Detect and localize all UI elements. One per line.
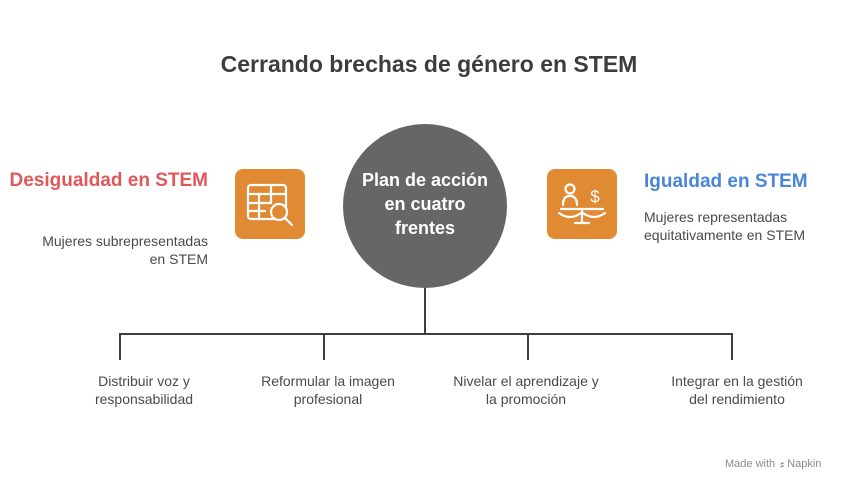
branch-label-3: Nivelar el aprendizaje y la promoción (453, 373, 599, 407)
made-with-text: Made with (725, 458, 776, 470)
napkin-logo-icon: ⸗ (780, 457, 785, 471)
inequality-description: Mujeres subrepresentadas en STEM (42, 233, 208, 267)
equality-description: Mujeres representadas equitativamente en… (644, 209, 806, 243)
balance-scale-icon: $ (547, 169, 617, 239)
napkin-credit[interactable]: Made with ⸗ Napkin (725, 457, 821, 471)
branch-label-2: Reformular la imagen profesional (261, 373, 395, 407)
branch-label-1: Distribuir voz y responsabilidad (94, 373, 194, 407)
table-search-icon (235, 169, 305, 239)
action-plan-circle (343, 124, 507, 288)
svg-text:$: $ (590, 187, 600, 206)
diagram-title: Cerrando brechas de género en STEM (220, 51, 638, 77)
action-plan-label: Plan de acción en cuatro frentes (361, 170, 489, 238)
equality-heading: Igualdad en STEM (644, 171, 808, 192)
branch-label-4: Integrar en la gestión del rendimiento (671, 373, 803, 407)
inequality-heading: Desigualdad en STEM (9, 170, 208, 191)
brand-name: Napkin (787, 458, 822, 470)
